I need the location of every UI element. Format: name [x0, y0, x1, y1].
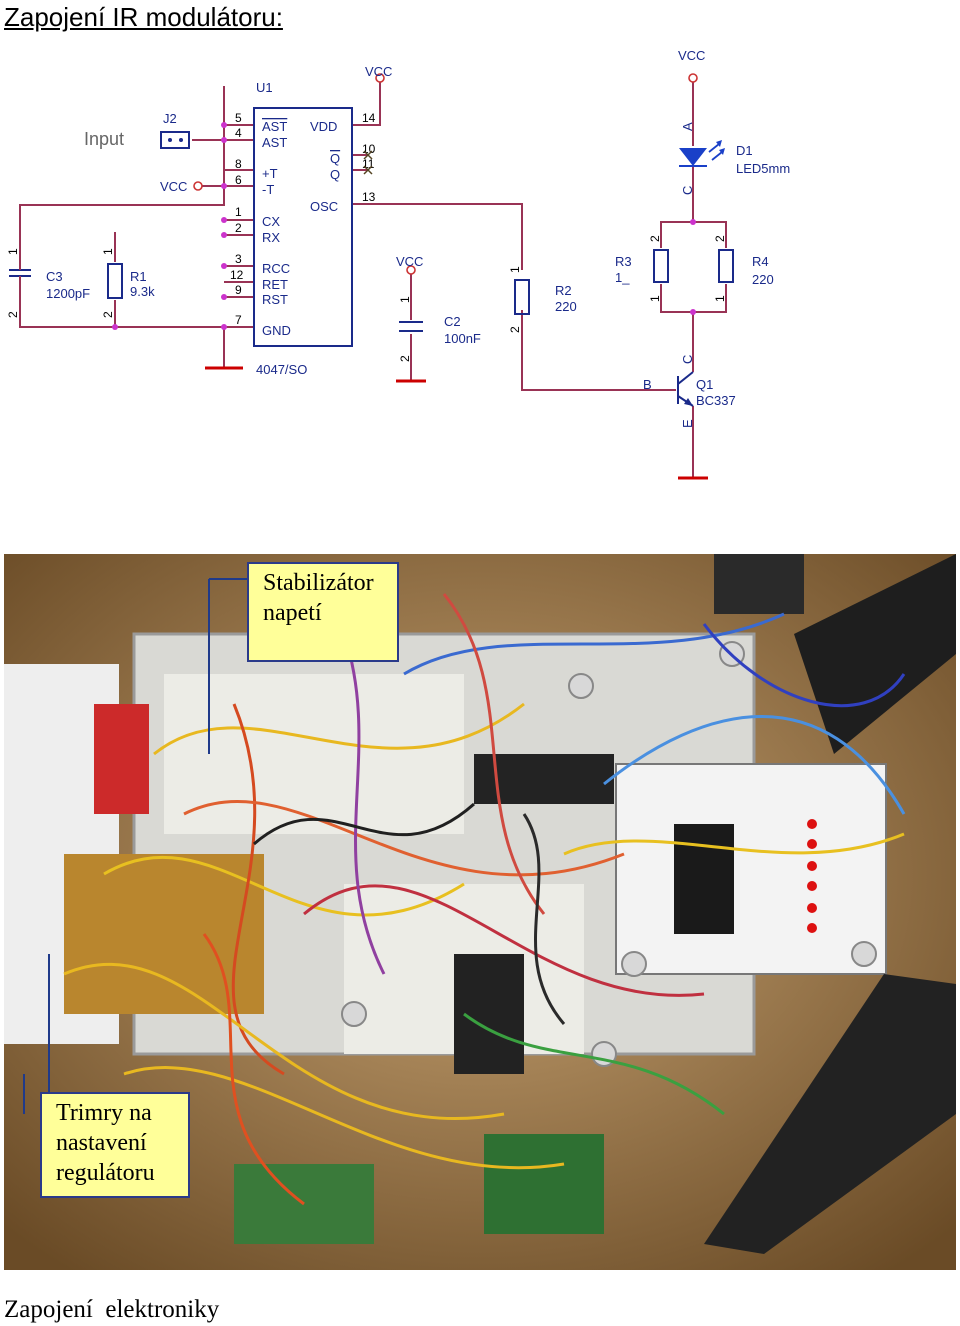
r2-ref: R2: [555, 283, 572, 298]
r4-value: 220: [752, 272, 774, 287]
u1-pin-plus-t: +T: [262, 166, 278, 181]
d1-anode-label: A: [680, 122, 695, 131]
d1-cathode-label: C: [680, 186, 695, 195]
u1-pin-num-9: 9: [235, 283, 242, 297]
d1-value: LED5mm: [736, 161, 790, 176]
u1-pin-rx: RX: [262, 230, 280, 245]
q1-emitter-label: E: [680, 419, 695, 428]
u1-pin-num-12: 12: [230, 268, 244, 282]
u1-pin-q: Q: [330, 167, 340, 182]
j2-input-label: Input: [84, 129, 124, 149]
u1-pin-rst: RST: [262, 292, 288, 307]
u1-pin-num-3: 3: [235, 252, 242, 266]
u1-package: 4047/SO: [256, 362, 307, 377]
u1-pin-num-7: 7: [235, 313, 242, 327]
u1-ref: U1: [256, 80, 273, 95]
r3-body: [653, 249, 669, 283]
u1-pin-vdd: VDD: [310, 119, 337, 134]
r2-pin2: 2: [508, 326, 522, 333]
c3-ref: C3: [46, 269, 63, 284]
r4-pin1: 1: [713, 295, 727, 302]
callout-trimmers-line3: regulátoru: [56, 1160, 155, 1186]
q1-base-label: B: [643, 377, 652, 392]
callout-stabilizer-line2: napetí: [263, 600, 322, 626]
ir-modulator-schematic: U1 4047/SO AST AST +T -T CX RX RCC RET R…: [6, 48, 790, 480]
c2-pin1: 1: [398, 296, 412, 303]
vcc-label-j2: VCC: [160, 179, 187, 194]
vcc-label-led: VCC: [678, 48, 705, 63]
r3-value: 1_: [615, 270, 630, 285]
u1-pin-osc: OSC: [310, 199, 338, 214]
u1-pin-gnd: GND: [262, 323, 291, 338]
d1-led-icon: [679, 140, 725, 167]
page-title: Zapojení IR modulátoru:: [4, 2, 283, 32]
u1-pin-num-13: 13: [362, 190, 376, 204]
r3-pin1: 1: [648, 295, 662, 302]
u1-pin-num-4: 4: [235, 126, 242, 140]
u1-pin-ret: RET: [262, 277, 288, 292]
u1-pin-ast2: AST: [262, 135, 287, 150]
c2-ref: C2: [444, 314, 461, 329]
callout-stabilizer: Stabilizátor napetí: [247, 562, 399, 662]
q1-ref: Q1: [696, 377, 713, 392]
r4-ref: R4: [752, 254, 769, 269]
vcc-label-c2: VCC: [396, 254, 423, 269]
u1-pin-num-5: 5: [235, 111, 242, 125]
r3-pin2: 2: [648, 235, 662, 242]
q1-transistor-icon: [677, 371, 694, 407]
callout-trimmers: Trimry na nastavení regulátoru: [40, 1092, 190, 1198]
c3-pin2: 2: [6, 311, 20, 318]
u1-pin-cx: CX: [262, 214, 280, 229]
u1-pin-num-2: 2: [235, 221, 242, 235]
q1-collector-label: C: [680, 355, 695, 364]
r2-body: [514, 279, 530, 315]
u1-pin-num-1: 1: [235, 205, 242, 219]
r1-pin1: 1: [101, 248, 115, 255]
u1-pin-q-bar: Q: [330, 151, 340, 166]
photo-caption: Zapojení elektroniky: [4, 1296, 220, 1323]
r1-ref: R1: [130, 269, 147, 284]
u1-pin-num-6: 6: [235, 173, 242, 187]
u1-chip-body: [253, 107, 353, 347]
u1-pin-ast: AST: [262, 119, 287, 134]
r3-ref: R3: [615, 254, 632, 269]
j2-ref: J2: [163, 111, 177, 126]
r1-pin2: 2: [101, 311, 115, 318]
r2-pin1: 1: [508, 266, 522, 273]
u1-pin-num-8: 8: [235, 157, 242, 171]
q1-value: BC337: [696, 393, 736, 408]
r4-body: [718, 249, 734, 283]
u1-pin-rcc: RCC: [262, 261, 290, 276]
r1-value: 9.3k: [130, 284, 155, 299]
callout-trimmers-line2: nastavení: [56, 1130, 147, 1156]
r4-pin2: 2: [713, 235, 727, 242]
callout-stabilizer-line1: Stabilizátor: [263, 570, 374, 596]
c2-value: 100nF: [444, 331, 481, 346]
u1-pin-minus-t: -T: [262, 182, 274, 197]
j2-connector: [160, 131, 190, 149]
c3-pin1: 1: [6, 248, 20, 255]
vcc-label-u1: VCC: [365, 64, 392, 79]
c3-value: 1200pF: [46, 286, 90, 301]
u1-pin-num-14: 14: [362, 111, 376, 125]
c2-pin2: 2: [398, 355, 412, 362]
d1-ref: D1: [736, 143, 753, 158]
r2-value: 220: [555, 299, 577, 314]
callout-trimmers-line1: Trimry na: [56, 1100, 152, 1126]
r1-body: [107, 263, 123, 299]
